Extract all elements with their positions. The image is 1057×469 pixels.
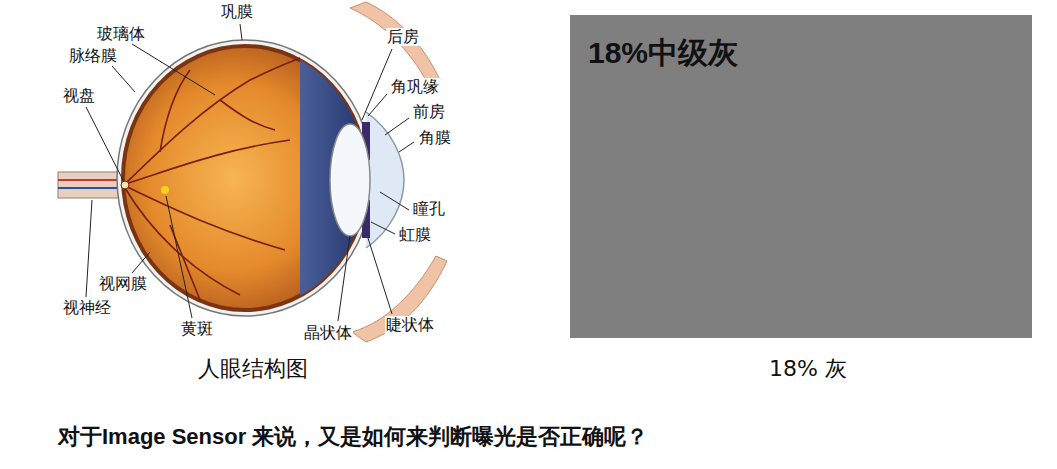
part-label: 玻璃体 xyxy=(96,25,146,43)
part-label: 巩膜 xyxy=(220,3,254,21)
caption-label: 18% 灰 xyxy=(769,356,847,381)
lens xyxy=(330,124,370,236)
part-label: 前房 xyxy=(412,103,446,121)
part-label: 虹膜 xyxy=(398,226,432,244)
caption-label: 人眼结构图 xyxy=(198,356,308,381)
part-label: 瞳孔 xyxy=(412,200,446,218)
leader-line xyxy=(399,142,414,152)
part-label: 角膜 xyxy=(418,129,452,147)
leader-line xyxy=(240,24,242,40)
part-label: 后房 xyxy=(386,28,420,46)
front-segment xyxy=(300,30,380,330)
leader-line xyxy=(380,192,409,210)
part-label: 黄斑 xyxy=(180,320,214,338)
lower-eyelid xyxy=(352,256,447,342)
leader-line xyxy=(112,66,135,92)
part-label: 角巩缘 xyxy=(390,78,440,96)
blood-vessels xyxy=(125,58,300,300)
choroid xyxy=(121,44,369,312)
leader-line xyxy=(86,107,123,180)
leader-line xyxy=(385,118,409,135)
optic-disc xyxy=(121,181,129,189)
sclera xyxy=(117,40,373,316)
ciliary-region xyxy=(300,30,380,330)
gray-card: 18%中级灰 xyxy=(570,15,1032,338)
leader-line xyxy=(362,49,392,120)
upper-eyelid xyxy=(350,2,440,84)
vessel xyxy=(220,100,275,130)
vessel xyxy=(125,58,300,184)
part-label: 视网膜 xyxy=(98,275,148,293)
part-label: 视神经 xyxy=(62,299,112,317)
leader-lines xyxy=(86,24,414,321)
leader-line xyxy=(166,196,192,318)
macula xyxy=(161,186,169,194)
part-label: 视盘 xyxy=(62,87,96,105)
leader-line xyxy=(132,252,150,273)
leader-line xyxy=(132,44,215,95)
part-label: 睫状体 xyxy=(385,316,435,334)
leader-line xyxy=(368,238,392,314)
vessel xyxy=(125,186,285,250)
vessel xyxy=(125,140,290,184)
leader-line xyxy=(338,236,350,321)
question-text: 对于Image Sensor 来说，又是如何来判断曝光是否正确呢？ xyxy=(58,424,648,449)
leader-line xyxy=(371,222,395,234)
card-title: 18%中级灰 xyxy=(588,33,1032,74)
part-label: 脉络膜 xyxy=(68,47,118,65)
leader-line xyxy=(368,94,387,116)
part-label: 晶状体 xyxy=(303,324,353,342)
vessel xyxy=(160,70,190,152)
leader-line xyxy=(86,200,92,297)
